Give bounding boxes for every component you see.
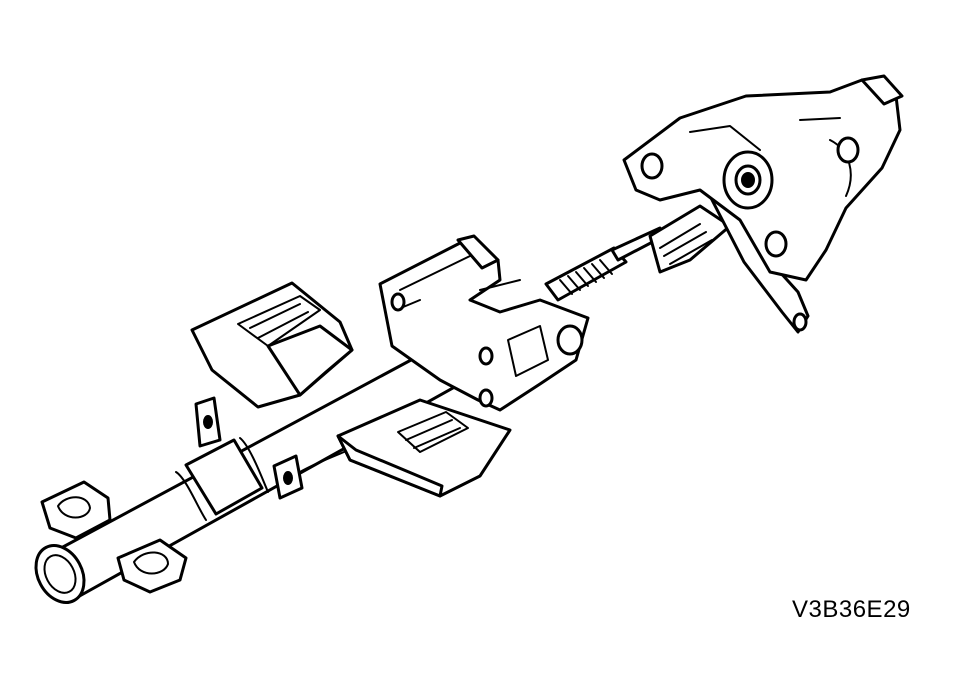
lock-housing bbox=[622, 74, 904, 282]
figure-code: V3B36E29 bbox=[792, 596, 911, 623]
lower-mounting-bracket bbox=[336, 398, 512, 498]
column-housing bbox=[378, 234, 590, 412]
splined-shaft bbox=[544, 226, 666, 302]
tube-end bbox=[34, 544, 86, 604]
lower-flanges bbox=[40, 480, 188, 594]
clip-bracket bbox=[272, 451, 345, 500]
upper-mounting-bracket bbox=[190, 281, 354, 448]
